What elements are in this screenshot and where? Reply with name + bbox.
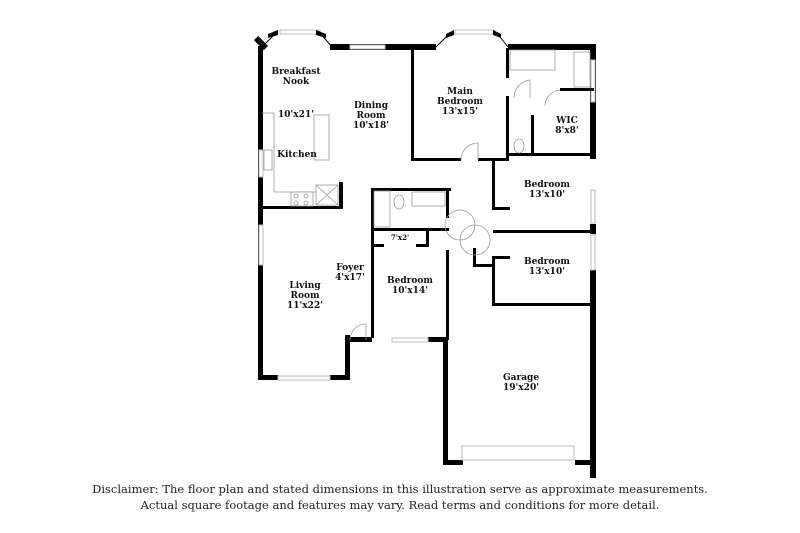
room-label-living-room: Living Room 11'x22' (287, 281, 323, 311)
room-name: Bedroom (524, 180, 570, 190)
fixtures (262, 49, 591, 341)
room-name: Main (447, 87, 473, 97)
disclaimer: Disclaimer: The floor plan and stated di… (0, 481, 800, 513)
interior-walls (258, 48, 596, 340)
room-label-garage: Garage 19'x20' (503, 373, 539, 393)
room-dimensions: 19'x20' (503, 383, 539, 393)
room-name: Room (290, 291, 320, 301)
room-label-wic: WIC 8'x8' (555, 116, 578, 136)
room-dims-kitchen: 10'x21' (278, 110, 314, 120)
room-name: Living (289, 281, 321, 291)
windows (258, 29, 596, 461)
room-name: Room (356, 111, 386, 121)
room-label-bedroom-2: Bedroom 13'x10' (524, 180, 570, 200)
disclaimer-line-2: Actual square footage and features may v… (140, 498, 660, 512)
room-dimensions: 13'x15' (442, 107, 478, 117)
room-name: Garage (502, 373, 540, 383)
bay-windows (261, 30, 509, 48)
room-dimensions: 11'x22' (287, 301, 323, 311)
room-name: Foyer (336, 263, 364, 273)
room-dimensions: 7'x2' (390, 233, 410, 242)
room-name: Breakfast (271, 67, 321, 77)
room-name: Nook (282, 77, 310, 87)
room-dimensions: 13'x10' (529, 190, 565, 200)
room-name: Bedroom (524, 257, 570, 267)
room-name: Bedroom (387, 276, 433, 286)
room-label-breakfast-nook: Breakfast Nook (271, 67, 320, 87)
room-dimensions: 4'x17' (335, 273, 365, 283)
room-label-main-bedroom: Main Bedroom 13'x15' (437, 87, 483, 117)
room-label-foyer: Foyer 4'x17' (335, 263, 365, 283)
room-dimensions: 13'x10' (529, 267, 565, 277)
room-name: WIC (556, 116, 578, 126)
room-label-dining-room: Dining Room 10'x18' (353, 101, 389, 131)
disclaimer-line-1: Disclaimer: The floor plan and stated di… (92, 482, 708, 496)
room-dimensions: 8'x8' (555, 126, 579, 136)
room-dimensions: 10'x18' (353, 121, 389, 131)
room-dimensions: 10'x14' (392, 286, 428, 296)
room-label-bedroom-3: Bedroom 13'x10' (524, 257, 570, 277)
room-name: Dining (353, 101, 389, 111)
room-label-kitchen: Kitchen (277, 150, 317, 160)
room-dimensions: 10'x21' (278, 110, 314, 120)
room-name: Bedroom (437, 97, 483, 107)
room-name: Kitchen (277, 150, 317, 160)
room-label-closet: 7'x2' (391, 233, 409, 243)
room-label-bedroom-4: Bedroom 10'x14' (387, 276, 433, 296)
